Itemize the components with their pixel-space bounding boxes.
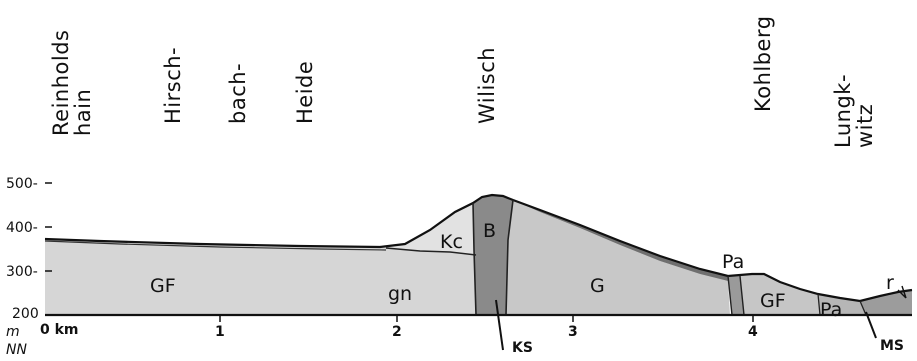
locality-lungkwitz: Lungk- witz bbox=[831, 74, 877, 148]
locality-bach: bach- bbox=[226, 63, 250, 124]
y-tick-label-500: 500- bbox=[6, 176, 38, 192]
locality-lungkwitz-line2: witz bbox=[853, 104, 877, 148]
fault-label-ks: KS bbox=[512, 340, 533, 356]
locality-reinholdshain: Reinholds hain bbox=[49, 30, 95, 136]
locality-kohlberg-line1: Kohlberg bbox=[751, 15, 775, 112]
unit-label-r: r bbox=[886, 272, 894, 294]
locality-wilisch: Wilisch bbox=[475, 47, 499, 124]
locality-bach-line1: bach- bbox=[226, 63, 250, 124]
locality-hirschbach: Hirsch- bbox=[161, 47, 185, 124]
locality-reinholdshain-line2: hain bbox=[71, 89, 95, 136]
locality-lungkwitz-line1: Lungk- bbox=[831, 74, 855, 148]
unit-label-b: B bbox=[483, 220, 496, 242]
locality-heide-line1: Heide bbox=[293, 61, 317, 124]
unit-label-kc: Kc bbox=[440, 231, 463, 253]
x-tick-label-4: 4 bbox=[748, 324, 758, 340]
fault-label-ms: MS bbox=[880, 338, 904, 354]
unit-label-pa-lower: Pa bbox=[820, 299, 842, 321]
y-tick-label-400: 400- bbox=[6, 220, 38, 236]
x-tick-label-1: 1 bbox=[215, 324, 225, 340]
x-tick-label-0km: 0 km bbox=[40, 322, 79, 338]
locality-wilisch-line1: Wilisch bbox=[475, 47, 499, 124]
y-tick-label-200: 200 bbox=[12, 306, 39, 322]
unit-label-g: G bbox=[590, 275, 605, 297]
unit-g-body bbox=[506, 200, 730, 315]
locality-hirschbach-line1: Hirsch- bbox=[161, 47, 185, 124]
locality-heide: Heide bbox=[293, 61, 317, 124]
locality-reinholdshain-line1: Reinholds bbox=[49, 30, 73, 136]
unit-label-gf-right: GF bbox=[760, 290, 786, 312]
unit-label-gn: gn bbox=[388, 283, 412, 305]
locality-kohlberg: Kohlberg bbox=[751, 15, 775, 112]
x-tick-label-2: 2 bbox=[392, 324, 402, 340]
unit-label-gf-left: GF bbox=[150, 275, 176, 297]
y-unit-label-nn: NN bbox=[6, 342, 27, 358]
y-unit-label-m: m bbox=[6, 324, 20, 340]
y-tick-label-300: 300- bbox=[6, 264, 38, 280]
x-tick-label-3: 3 bbox=[568, 324, 578, 340]
unit-label-pa-upper: Pa bbox=[722, 251, 744, 273]
